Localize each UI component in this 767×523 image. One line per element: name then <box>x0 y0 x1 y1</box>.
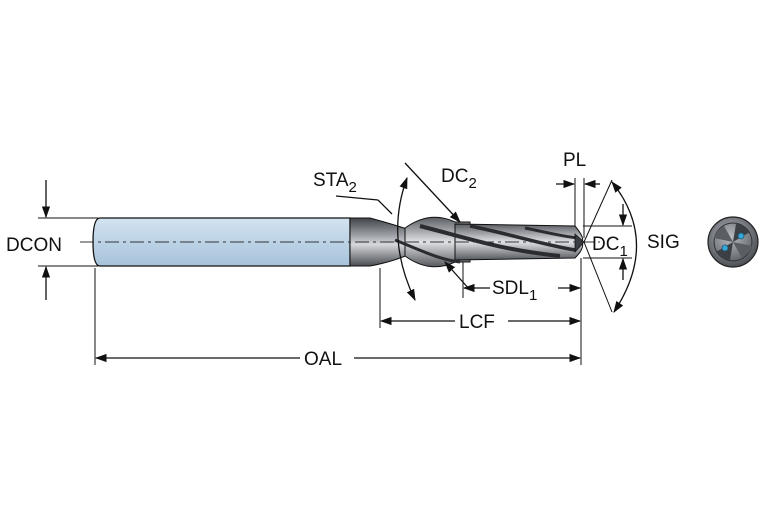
end-view <box>707 216 759 268</box>
sig-dimension <box>583 179 638 313</box>
sig-label: SIG <box>647 232 680 253</box>
dc2-label: DC2 <box>441 166 477 192</box>
sta-label: STA2 <box>313 170 357 196</box>
sta-dimension <box>335 176 416 302</box>
lcf-label: LCF <box>459 312 495 333</box>
pl-label: PL <box>563 150 586 171</box>
lcf-dimension <box>379 268 582 328</box>
shank <box>92 217 351 267</box>
dc1-label: DC1 <box>592 234 628 260</box>
oal-dimension <box>94 268 582 365</box>
coolant-hole-icon <box>721 244 729 252</box>
pl-dimension <box>556 178 600 238</box>
sdl-label: SDL1 <box>492 278 537 304</box>
oal-label: OAL <box>304 349 342 370</box>
dcon-dimension <box>38 180 98 300</box>
coolant-hole-icon <box>737 232 745 240</box>
dcon-label: DCON <box>6 235 62 256</box>
sdl-dimension <box>462 258 582 365</box>
